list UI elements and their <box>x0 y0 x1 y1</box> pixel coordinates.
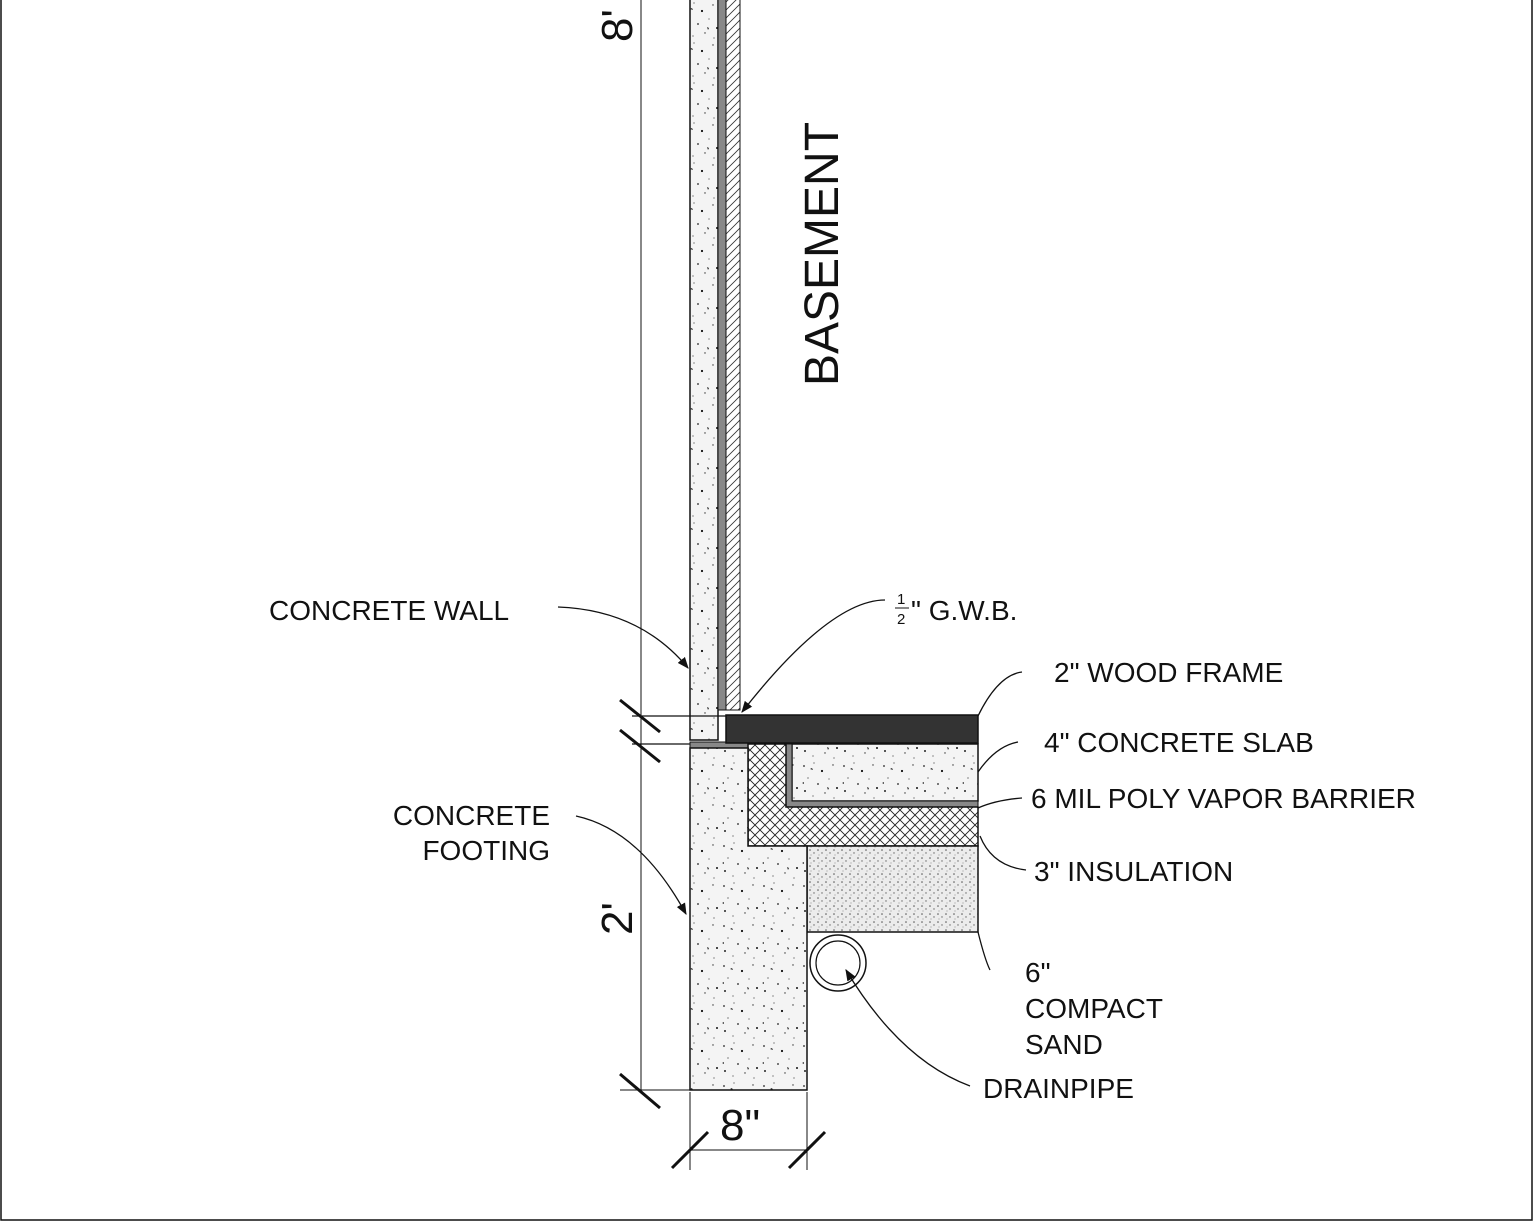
dimension-footing-height: 2' <box>593 902 642 935</box>
callout-concrete-footing-line2: FOOTING <box>422 835 550 866</box>
callout-concrete-footing-line1: CONCRETE <box>393 800 550 831</box>
callout-concrete-slab: 4" CONCRETE SLAB <box>1044 727 1314 758</box>
wall-stud-hatch <box>725 0 741 711</box>
gwb-fraction-denominator: 2 <box>897 611 905 628</box>
dim-tick-5 <box>787 1130 827 1170</box>
leader-concrete-wall <box>557 606 689 669</box>
callout-compact-sand-line3: SAND <box>1025 1029 1103 1060</box>
gwb-vertical <box>717 0 727 711</box>
callout-vapor-barrier: 6 MIL POLY VAPOR BARRIER <box>1031 783 1416 814</box>
dim-tick-3 <box>619 1072 661 1110</box>
leader-insulation <box>979 835 1027 871</box>
callout-compact-sand-line1: 6" <box>1025 957 1051 988</box>
dim-tick-2 <box>619 728 661 764</box>
room-label-basement: BASEMENT <box>796 122 849 386</box>
leader-concrete-slab <box>977 741 1019 773</box>
concrete-wall <box>689 0 719 741</box>
dimension-wall-height: 8' <box>593 9 642 42</box>
callout-insulation: 3" INSULATION <box>1034 856 1233 887</box>
concrete-slab <box>791 743 979 802</box>
compact-sand <box>806 845 979 933</box>
callout-drainpipe: DRAINPIPE <box>983 1073 1134 1104</box>
dim-tick-1 <box>619 698 661 734</box>
leader-vapor-barrier <box>977 797 1023 809</box>
leader-concrete-footing <box>575 815 687 916</box>
callout-concrete-wall: CONCRETE WALL <box>269 595 509 626</box>
leader-compact-sand <box>977 931 991 971</box>
wood-frame <box>725 714 979 744</box>
dim-tick-4 <box>670 1130 710 1170</box>
leader-drainpipe <box>845 968 971 1087</box>
gwb-fraction-numerator: 1 <box>897 591 905 608</box>
leader-wood-frame <box>977 671 1023 717</box>
dimension-footing-width: 8" <box>720 1101 760 1150</box>
leader-gwb <box>741 599 886 713</box>
callout-gwb: " G.W.B. <box>911 595 1017 626</box>
callout-wood-frame: 2" WOOD FRAME <box>1054 657 1283 688</box>
callout-compact-sand-line2: COMPACT <box>1025 993 1163 1024</box>
drainpipe-inner <box>815 940 861 986</box>
